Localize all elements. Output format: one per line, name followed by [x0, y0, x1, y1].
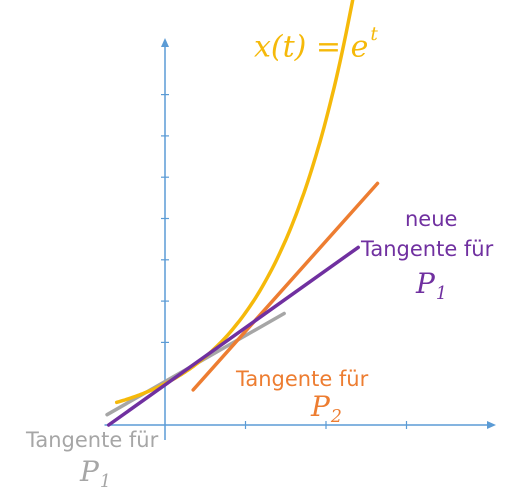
purple-label-line2: Tangente für [361, 237, 494, 261]
purple-label-line1: neue [405, 207, 458, 231]
orange-label-point-sub: 2 [330, 407, 342, 428]
orange-label-line1: Tangente für [236, 367, 369, 391]
curve-label-sup: t [370, 24, 378, 45]
purple-label-point: P1 [416, 270, 447, 303]
purple-label-point-main: P [416, 267, 435, 300]
purple-label-point-sub: 1 [435, 284, 447, 305]
purple-tangent-line [106, 245, 360, 427]
gray-label-line1: Tangente für [26, 428, 159, 452]
orange-label-point: P2 [311, 393, 342, 426]
curve-label-main: x(t) = e [254, 29, 369, 65]
orange-tangent-line [191, 181, 380, 392]
gray-label-point: P1 [80, 458, 111, 491]
series-group [105, 0, 380, 427]
gray-label-point-sub: 1 [99, 472, 111, 493]
gray-label-point-main: P [80, 455, 99, 488]
exp-curve [114, 0, 355, 405]
orange-label-point-main: P [311, 390, 330, 423]
